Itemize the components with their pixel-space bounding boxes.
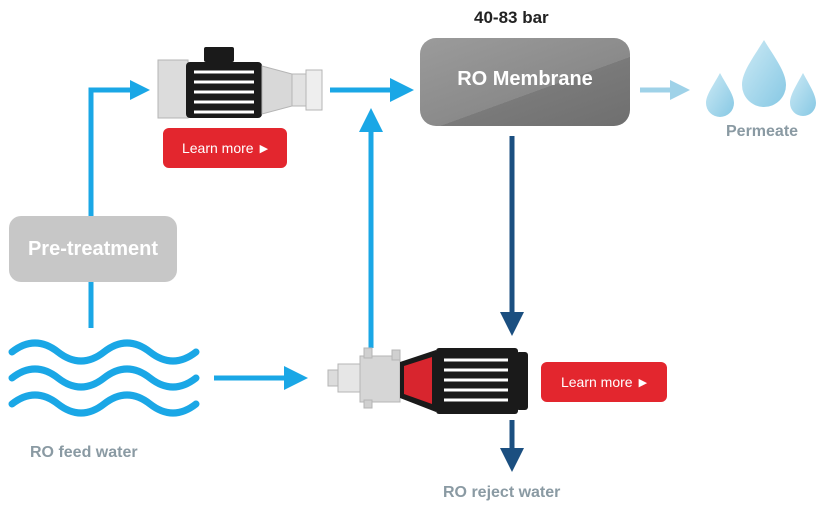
learn-more-pump-button[interactable]: Learn more ▶ [163, 128, 287, 168]
exchanger-to-membrane-arrowhead [359, 108, 383, 132]
permeate-label: Permeate [726, 123, 799, 140]
water-waves-icon [8, 339, 200, 417]
pressure-exchanger-icon [327, 347, 528, 414]
learn-more-exchanger-label: Learn more [560, 374, 633, 390]
ro-membrane-label: RO Membrane [457, 67, 593, 90]
membrane-to-permeate-arrowhead [670, 80, 690, 100]
play-arrow-icon: ▶ [259, 142, 269, 155]
learn-more-pump-label: Learn more [181, 140, 254, 156]
pump-to-membrane-arrowhead [390, 78, 414, 102]
reject-water-label: RO reject water [443, 484, 561, 501]
learn-more-exchanger-button[interactable]: Learn more ▶ [541, 362, 667, 402]
feed-to-exchanger-arrowhead [284, 366, 308, 390]
high-pressure-pump-icon [157, 47, 323, 119]
pressure-label: 40-83 bar [474, 8, 549, 27]
reject-outlet-arrowhead [500, 448, 524, 472]
ro-membrane-box: RO Membrane [420, 38, 630, 126]
membrane-reject-arrowhead [500, 312, 524, 336]
pretreatment-box: Pre-treatment [9, 216, 177, 282]
play-arrow-icon: ▶ [638, 376, 648, 389]
water-drops-icon [706, 40, 816, 117]
pretreatment-label: Pre-treatment [27, 237, 159, 260]
pretreatment-to-pump-line [88, 87, 132, 216]
feed-water-label: RO feed water [30, 444, 138, 461]
pretreatment-to-pump-arrowhead [130, 80, 150, 100]
